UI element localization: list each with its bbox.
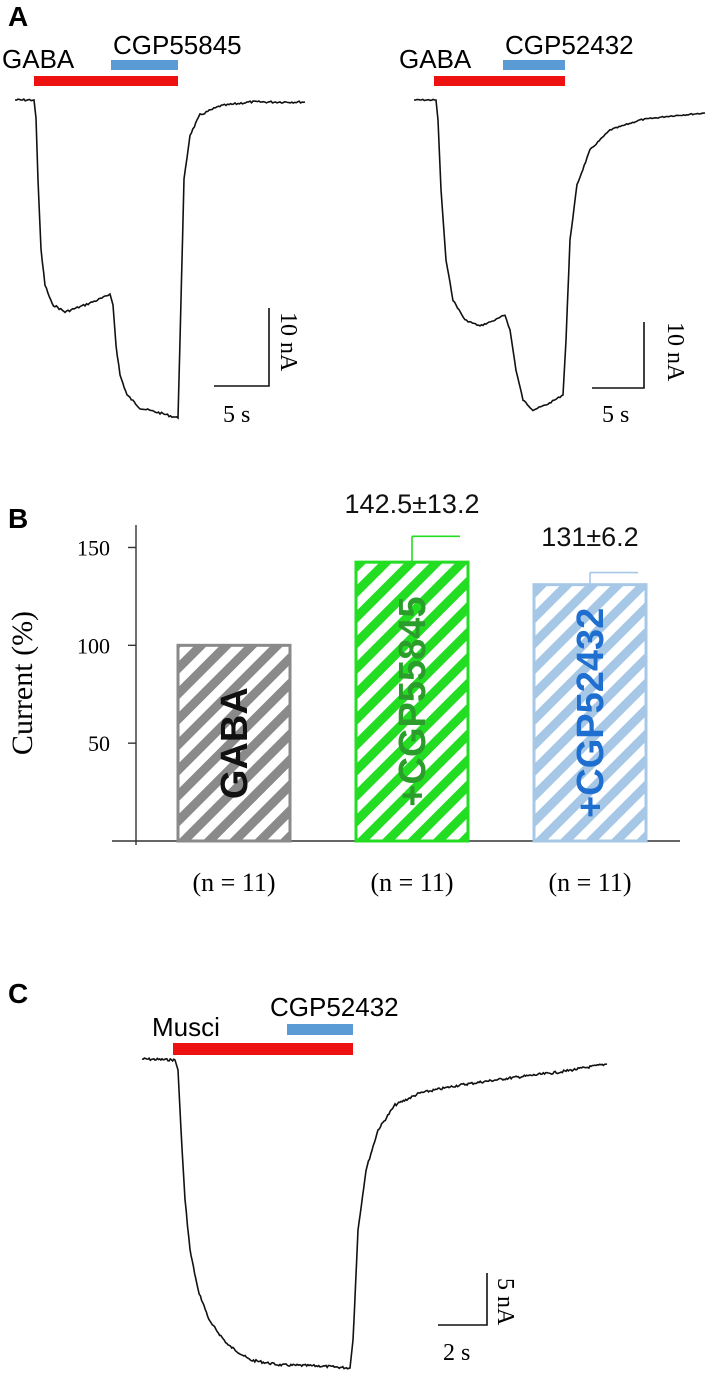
cgp52432-label: CGP52432 — [270, 992, 399, 1022]
y-tick-label: 100 — [77, 633, 110, 658]
cgp52432-application-bar — [503, 60, 565, 70]
panel-b-letter: B — [8, 503, 28, 534]
muscimol-application-bar — [173, 1043, 353, 1055]
cgp52432-label: CGP52432 — [505, 30, 634, 60]
cgp52432-application-bar — [287, 1024, 353, 1035]
scale-bar — [214, 308, 270, 387]
panel-c: C Musci CGP52432 2 s 5 nA — [8, 978, 608, 1370]
error-bars — [411, 535, 638, 585]
panel-b: B Current (%) 50 100 150 GABA +CGP55845 +CGP… — [6, 489, 680, 897]
cgp55845-application-bar — [111, 60, 178, 70]
panel-c-letter: C — [8, 978, 28, 1009]
sample-size-label: (n = 11) — [370, 868, 453, 897]
scale-bar — [438, 1273, 488, 1326]
bars — [176, 560, 648, 843]
y-tick-label: 50 — [88, 731, 110, 756]
scale-bar-current-label: 5 nA — [492, 1278, 518, 1326]
y-axis-title: Current (%) — [6, 611, 39, 755]
current-trace-musci-cgp52432 — [141, 1056, 608, 1370]
scale-bar-time-label: 5 s — [602, 402, 629, 428]
y-tick-label: 150 — [77, 535, 110, 560]
bar-chart: Current (%) 50 100 150 GABA +CGP55845 +CGP52… — [6, 489, 680, 897]
panel-a-letter: A — [8, 1, 28, 32]
scale-bar-current-label: 10 nA — [275, 312, 301, 372]
scale-bar-current-label: 10 nA — [662, 322, 688, 382]
panel-a: A GABA CGP55845 5 s 10 nA GABA CGP52432 … — [2, 1, 706, 428]
muscimol-label: Musci — [152, 1012, 220, 1042]
mean-sem-label: 142.5±13.2 — [345, 489, 480, 519]
bar-gaba — [176, 643, 292, 843]
scale-bar-time-label: 5 s — [223, 402, 250, 428]
bar-cgp55845 — [354, 560, 470, 843]
bar-labels: GABA +CGP55845 +CGP52432 — [214, 596, 612, 817]
gaba-label: GABA — [399, 44, 472, 74]
error-labels: 142.5±13.2 131±6.2 — [345, 489, 639, 552]
bar-label: +CGP52432 — [570, 608, 612, 818]
sample-size-label: (n = 11) — [192, 868, 275, 897]
gaba-label: GABA — [2, 44, 75, 74]
scale-bar — [592, 322, 645, 389]
gaba-application-bar — [434, 76, 565, 86]
cgp55845-label: CGP55845 — [113, 30, 242, 60]
y-ticks: 50 100 150 — [77, 535, 136, 756]
gaba-application-bar — [34, 76, 178, 86]
current-trace-gaba-cgp52432 — [413, 98, 706, 412]
bar-label: +CGP55845 — [392, 596, 434, 806]
sample-size-label: (n = 11) — [548, 868, 631, 897]
n-labels: (n = 11) (n = 11) (n = 11) — [192, 868, 631, 897]
scale-bar-time-label: 2 s — [443, 1340, 470, 1366]
panel-a-right: GABA CGP52432 5 s 10 nA — [399, 30, 706, 428]
mean-sem-label: 131±6.2 — [541, 522, 638, 552]
bar-label: GABA — [214, 687, 256, 799]
current-trace-gaba-cgp55845 — [14, 98, 306, 420]
panel-a-left: GABA CGP55845 5 s 10 nA — [2, 30, 306, 428]
